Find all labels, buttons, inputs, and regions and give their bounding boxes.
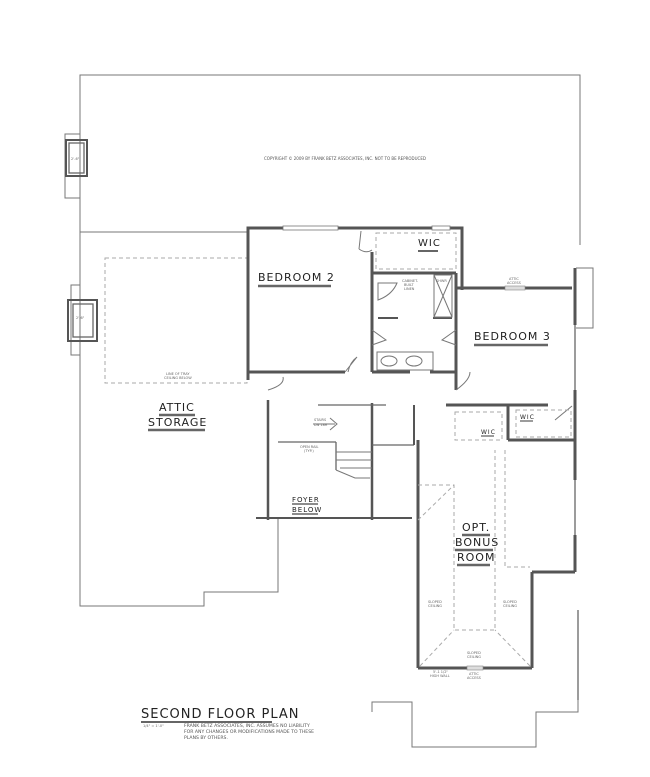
sloped-ceiling-note: SLOPED bbox=[467, 651, 481, 655]
stair-foyer-walls bbox=[256, 376, 415, 520]
room-labels: BEDROOM 2 WIC BEDROOM 3 WIC WIC ATTIC ST… bbox=[148, 238, 551, 567]
chimney-dimension: 2'-6" bbox=[76, 316, 85, 320]
tray-ceiling-outline bbox=[104, 257, 248, 384]
high-wall-note: HIGH WALL bbox=[430, 674, 450, 678]
attic-storage-label: ATTIC bbox=[159, 401, 195, 414]
title-block: SECOND FLOOR PLAN 1/4" = 1'-0" FRANK BET… bbox=[141, 707, 314, 741]
scale-note: 1/4" = 1'-0" bbox=[143, 724, 164, 728]
bonus-room-label: OPT. bbox=[462, 521, 490, 534]
shower-note: SHWR bbox=[436, 279, 447, 283]
sloped-ceiling-note: CEILING bbox=[467, 655, 481, 659]
wic-outline bbox=[515, 409, 572, 438]
stairs-note: DN 18R bbox=[314, 423, 328, 427]
cabinet-note: LINEN bbox=[404, 287, 415, 291]
outer-boundary bbox=[79, 74, 581, 748]
chimney-dimension: 2'-6" bbox=[71, 157, 80, 161]
annotations: COPYRIGHT © 2009 BY FRANK BETZ ASSOCIATE… bbox=[164, 156, 522, 680]
disclaimer-line: FRANK BETZ ASSOCIATES, INC. ASSUMES NO L… bbox=[184, 723, 310, 729]
attic-storage-label: STORAGE bbox=[148, 416, 207, 429]
bonus-room-label: BONUS bbox=[455, 536, 499, 549]
bedroom-2-walls bbox=[246, 225, 464, 380]
bedroom-2-label: BEDROOM 2 bbox=[258, 271, 335, 284]
bonus-room-walls bbox=[416, 440, 579, 700]
sloped-ceiling-note: SLOPED bbox=[428, 600, 442, 604]
tray-note: LINE OF TRAY bbox=[166, 372, 190, 376]
wic-outline bbox=[454, 411, 503, 441]
high-wall-note: 5'-1 1/2" bbox=[433, 670, 448, 674]
bedroom-3-label: BEDROOM 3 bbox=[474, 330, 551, 343]
wic-outline bbox=[375, 232, 457, 270]
open-rail-note: OPEN RAIL bbox=[300, 445, 319, 449]
cabinet-note: BUILT bbox=[404, 283, 414, 287]
open-rail-note: (TYP.) bbox=[304, 449, 314, 453]
attic-access-note: ATTIC bbox=[509, 277, 519, 281]
tray-note: CEILING BELOW bbox=[164, 376, 192, 380]
copyright-text: COPYRIGHT © 2009 BY FRANK BETZ ASSOCIATE… bbox=[264, 156, 426, 161]
sloped-ceiling-note: CEILING bbox=[428, 604, 442, 608]
attic-access-note: ATTIC bbox=[469, 672, 479, 676]
chimney-top: 2'-6" bbox=[64, 133, 88, 199]
attic-access-note: ACCESS bbox=[467, 676, 482, 680]
sloped-ceiling-note: CEILING bbox=[503, 604, 517, 608]
foyer-below-label: BELOW bbox=[292, 506, 322, 514]
disclaimer-line: PLANS BY OTHERS. bbox=[184, 735, 228, 741]
foyer-below-label: FOYER bbox=[292, 496, 320, 504]
chimney-mid: 2'-6" bbox=[67, 284, 98, 356]
bathroom bbox=[371, 274, 457, 371]
disclaimer-line: FOR ANY CHANGES OR MODIFICATIONS MADE TO… bbox=[184, 729, 314, 735]
sloped-ceiling-note: SLOPED bbox=[503, 600, 517, 604]
cabinet-note: CABINET- bbox=[402, 279, 419, 283]
wic-label: WIC bbox=[481, 429, 496, 436]
attic-access-note: ACCESS bbox=[507, 281, 522, 285]
drawing-title: SECOND FLOOR PLAN bbox=[141, 707, 300, 722]
stairs-note: STAIRS bbox=[314, 418, 327, 422]
wic-label: WIC bbox=[520, 414, 535, 421]
wic-label: WIC bbox=[418, 238, 441, 249]
bonus-room-label: ROOM bbox=[457, 551, 495, 564]
